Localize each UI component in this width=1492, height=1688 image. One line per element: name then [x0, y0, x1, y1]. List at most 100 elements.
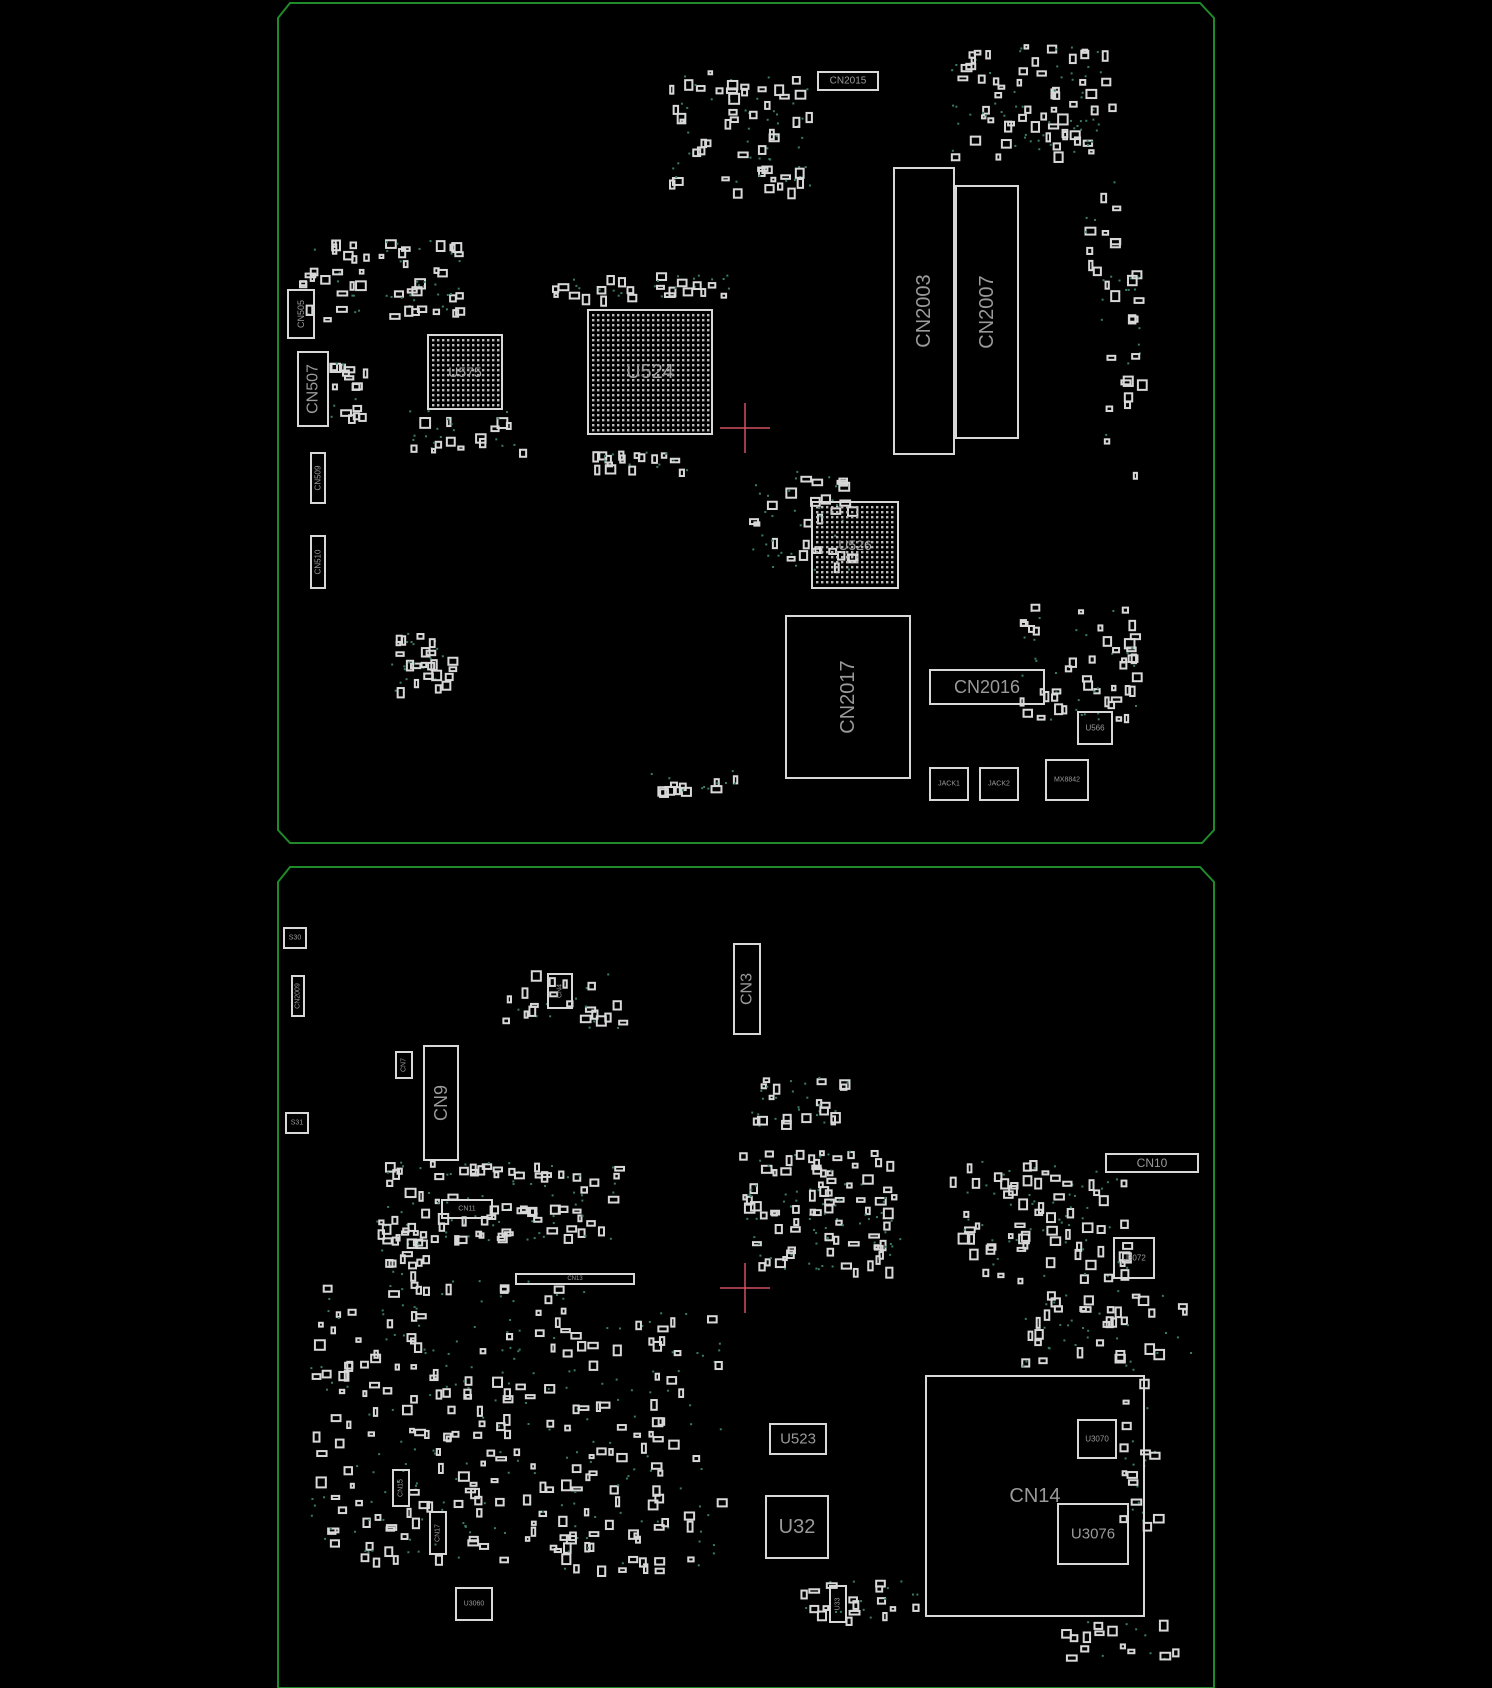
- component-cn7[interactable]: CN7: [395, 1051, 413, 1079]
- component-cn2015[interactable]: CN2015: [817, 71, 879, 91]
- component-cn507[interactable]: CN507: [297, 351, 329, 427]
- component-u523[interactable]: U523: [769, 1423, 827, 1455]
- component-label: CN17: [435, 1524, 442, 1542]
- component-u3072[interactable]: U3072: [1113, 1237, 1155, 1279]
- component-outline: [955, 185, 1019, 439]
- component-outline: [283, 927, 307, 949]
- component-label: U3060: [464, 1601, 485, 1608]
- component-outline: [1077, 711, 1113, 745]
- component-cn2017[interactable]: CN2017: [785, 615, 911, 779]
- component-cn2016[interactable]: CN2016: [929, 669, 1045, 705]
- component-cn15[interactable]: CN15: [392, 1469, 410, 1507]
- bottom-pads: [310, 970, 1192, 1662]
- component-cn505[interactable]: CN505: [287, 289, 315, 339]
- component-s30[interactable]: S30: [283, 927, 307, 949]
- component-cn3[interactable]: CN3: [733, 943, 761, 1035]
- component-label: U3072: [1122, 1254, 1146, 1263]
- component-label: JACK1: [938, 781, 960, 788]
- component-label: S30: [289, 935, 302, 942]
- component-cn510[interactable]: CN510: [310, 535, 326, 589]
- component-outline: [547, 973, 573, 1009]
- component-label: U3076: [1071, 1526, 1115, 1543]
- component-u3060[interactable]: U3060: [455, 1587, 493, 1621]
- component-u566[interactable]: U566: [1077, 711, 1113, 745]
- component-label: U523: [780, 1431, 816, 1448]
- component-outline: [1045, 759, 1089, 801]
- component-outline: [829, 1585, 847, 1623]
- component-label: CN4: [557, 984, 564, 998]
- component-label: CN11: [458, 1206, 475, 1213]
- component-label: U33: [835, 1597, 842, 1610]
- component-outline: [427, 334, 503, 410]
- component-cn10[interactable]: CN10: [1105, 1153, 1199, 1173]
- component-outline: [925, 1375, 1145, 1617]
- component-outline: [1105, 1153, 1199, 1173]
- component-u524[interactable]: U524: [587, 309, 713, 435]
- component-cn509[interactable]: CN509: [310, 452, 326, 504]
- component-outline: [429, 1511, 447, 1555]
- component-outline: [765, 1495, 829, 1559]
- component-label: MX8842: [1054, 777, 1080, 784]
- component-cn2007[interactable]: CN2007: [955, 185, 1019, 439]
- component-outline: [785, 615, 911, 779]
- component-outline: [769, 1423, 827, 1455]
- component-label: CN13: [567, 1276, 583, 1282]
- component-outline: [1113, 1237, 1155, 1279]
- component-label: CN3: [739, 973, 756, 1005]
- component-label: U524: [626, 361, 674, 383]
- component-outline: [310, 452, 326, 504]
- component-cn2009[interactable]: CN2009: [291, 975, 305, 1017]
- component-label: CN2007: [976, 275, 998, 348]
- component-outline: [297, 351, 329, 427]
- component-label: CN9: [431, 1085, 451, 1121]
- component-jack2[interactable]: JACK2: [979, 767, 1019, 801]
- component-outline: [392, 1469, 410, 1507]
- top-pads: [299, 44, 1148, 798]
- component-u3070[interactable]: U3070: [1077, 1419, 1117, 1459]
- component-cn17[interactable]: CN17: [429, 1511, 447, 1555]
- component-label: JACK2: [988, 781, 1010, 788]
- component-outline: [291, 975, 305, 1017]
- component-label: CN2016: [954, 677, 1020, 697]
- component-outline: [929, 767, 969, 801]
- component-outline: [893, 167, 955, 455]
- component-outline: [811, 501, 899, 589]
- component-label: CN505: [296, 300, 306, 328]
- component-outline: [455, 1587, 493, 1621]
- component-u3076[interactable]: U3076: [1057, 1503, 1129, 1565]
- component-outline: [979, 767, 1019, 801]
- component-label: U526: [838, 537, 872, 553]
- component-label: CN7: [401, 1058, 408, 1072]
- component-label: CN510: [314, 549, 323, 574]
- component-cn4[interactable]: CN4: [547, 973, 573, 1009]
- component-outline: [423, 1045, 459, 1161]
- component-cn11[interactable]: CN11: [441, 1199, 493, 1219]
- component-outline: [285, 1112, 309, 1134]
- component-label: S31: [291, 1120, 304, 1127]
- component-label: CN14: [1009, 1485, 1060, 1507]
- component-label: U32: [779, 1516, 816, 1538]
- component-label: CN2009: [295, 983, 302, 1009]
- component-cn13[interactable]: CN13: [515, 1273, 635, 1285]
- component-jack1[interactable]: JACK1: [929, 767, 969, 801]
- component-label: CN507: [305, 364, 322, 414]
- component-u526[interactable]: U526: [811, 501, 899, 589]
- component-u32[interactable]: U32: [765, 1495, 829, 1559]
- component-cn14[interactable]: CN14: [925, 1375, 1145, 1617]
- component-label: CN2015: [830, 76, 867, 87]
- component-outline: [515, 1273, 635, 1285]
- component-label: U3070: [1085, 1435, 1109, 1444]
- component-cn2003[interactable]: CN2003: [893, 167, 955, 455]
- component-u33[interactable]: U33: [829, 1585, 847, 1623]
- component-cn9[interactable]: CN9: [423, 1045, 459, 1161]
- component-outline: [817, 71, 879, 91]
- component-u575[interactable]: U575: [427, 334, 503, 410]
- component-outline: [441, 1199, 493, 1219]
- top-board-outline: [277, 2, 1215, 844]
- component-s31[interactable]: S31: [285, 1112, 309, 1134]
- component-mx8842[interactable]: MX8842: [1045, 759, 1089, 801]
